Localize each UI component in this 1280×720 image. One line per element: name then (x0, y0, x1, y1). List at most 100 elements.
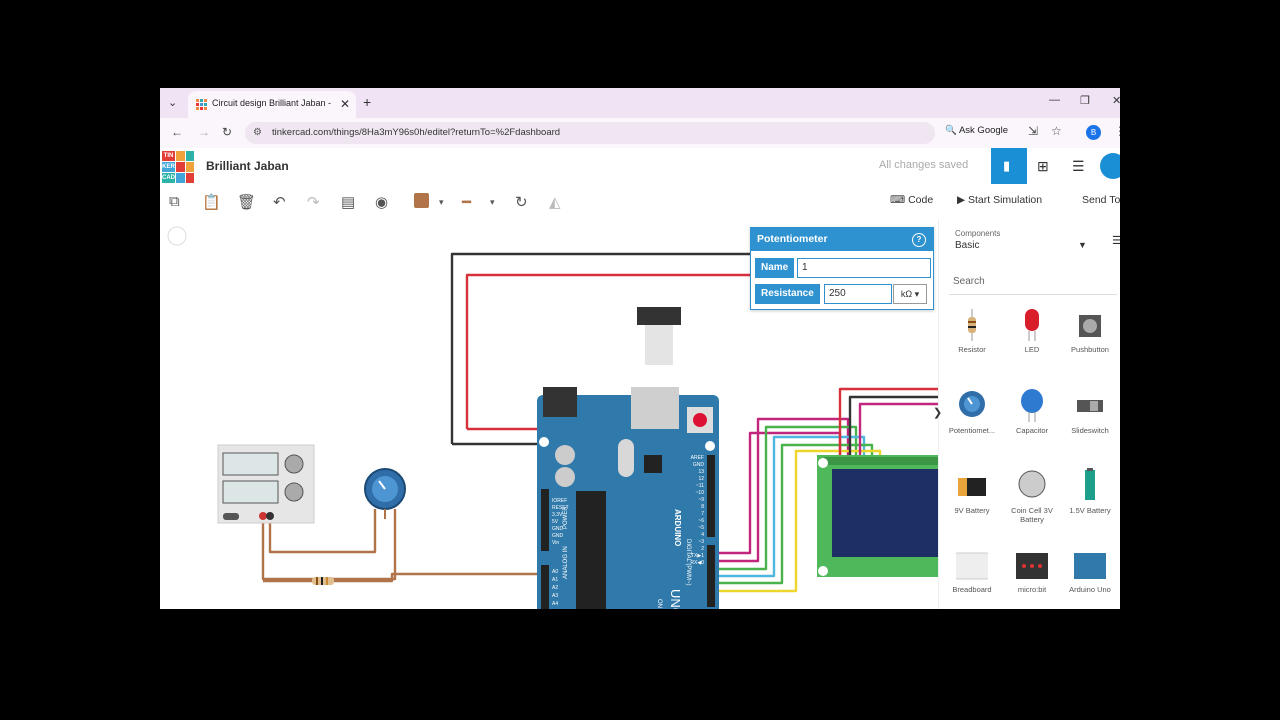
component-9v-battery[interactable]: 9V Battery (945, 460, 999, 536)
usb-cable (637, 307, 681, 365)
minimize-icon[interactable]: — (1049, 94, 1060, 106)
reload-icon[interactable]: ↻ (222, 125, 233, 139)
category-select[interactable]: Basic (955, 240, 980, 251)
list-view-icon[interactable]: ☰ (1112, 235, 1120, 247)
component-label: Coin Cell 3V Battery (1011, 506, 1053, 524)
wire-black[interactable] (450, 252, 760, 444)
schematic-view-icon[interactable]: ⊞ (1037, 158, 1049, 174)
rotate-icon[interactable]: ↻ (515, 194, 528, 211)
circuit-drawing[interactable]: UNO ARDUINO DIGITAL (PWM~) ANALOG IN POW… (160, 219, 938, 609)
wire-color-swatch[interactable] (414, 193, 429, 208)
wire-magenta[interactable] (858, 402, 938, 459)
omnibox[interactable]: ⚙ tinkercad.com/things/8Ha3mY96s0h/edite… (245, 122, 935, 144)
user-avatar[interactable] (1100, 153, 1120, 179)
profile-avatar[interactable]: B (1086, 125, 1101, 140)
power-pin-label: 3.3V (552, 512, 563, 518)
maximize-icon[interactable]: ❐ (1080, 95, 1090, 107)
chevron-down-icon[interactable]: ▼ (1078, 240, 1087, 250)
resistor[interactable] (312, 577, 334, 585)
logo-cell (185, 173, 194, 183)
lcd-display[interactable] (817, 455, 938, 577)
send-to-button[interactable]: Send To (1082, 194, 1120, 206)
component-inspector[interactable]: Potentiometer ? Name 1 Resistance 250 kΩ… (750, 227, 934, 310)
wire-magenta[interactable] (715, 417, 850, 563)
wire-yellow[interactable] (715, 449, 882, 593)
unit-select[interactable]: kΩ ▾ (893, 284, 927, 304)
start-simulation-button[interactable]: ▶ Start Simulation (957, 194, 1043, 206)
search-input[interactable]: Search (953, 276, 985, 287)
note-icon[interactable]: ▤ (341, 194, 356, 211)
wire-red[interactable] (838, 387, 938, 459)
resistance-row: Resistance 250 (755, 284, 929, 304)
power-supply[interactable] (217, 444, 315, 524)
component-coin-cell[interactable]: Coin Cell 3V Battery (1005, 460, 1059, 536)
coin-cell-icon (1018, 470, 1046, 498)
back-icon[interactable]: ← (171, 125, 183, 139)
power-pin-label: RESET (552, 505, 569, 511)
new-tab-icon[interactable]: + (363, 94, 372, 110)
component-led[interactable]: LED (1005, 299, 1059, 375)
help-icon[interactable]: ? (912, 233, 926, 247)
chevron-down-icon[interactable]: ▾ (490, 197, 495, 207)
delete-icon[interactable]: 🗑 (237, 194, 257, 211)
editor-toolbar: ⧉ 📋 🗑 ↶ ↷ ▤ ◉ ▾ ━ ▾ ↻ ◭ ⌨ Code ▶ Start S… (160, 185, 1120, 219)
potentiometer[interactable] (364, 468, 406, 519)
ask-google-button[interactable]: 🔍 Ask Google (945, 125, 1009, 136)
close-window-icon[interactable]: ✕ (1112, 95, 1120, 107)
browser-tab[interactable]: Circuit design Brilliant Jaban - Ti ✕ (188, 91, 356, 118)
component-slideswitch[interactable]: Slideswitch (1063, 380, 1117, 456)
name-input[interactable]: 1 (797, 258, 931, 278)
component-breadboard[interactable]: Breadboard (945, 539, 999, 609)
digital-pin-label: 13 (698, 469, 704, 475)
component-label: Capacitor (1015, 426, 1049, 435)
tab-search-icon[interactable]: ⌄ (168, 97, 178, 109)
paste-icon[interactable]: 📋 (202, 194, 221, 211)
site-settings-icon[interactable]: ⚙ (253, 127, 262, 138)
wire-red[interactable] (465, 273, 760, 429)
analog-pin-label: A3 (552, 593, 558, 599)
redo-icon[interactable]: ↷ (307, 194, 320, 211)
fit-view-icon[interactable] (167, 226, 187, 246)
install-app-icon[interactable]: ⇲ (1028, 124, 1039, 138)
component-resistor[interactable]: Resistor (945, 299, 999, 375)
bookmark-star-icon[interactable]: ☆ (1051, 124, 1062, 138)
flip-icon[interactable]: ◭ (549, 194, 561, 211)
url-text[interactable]: tinkercad.com/things/8Ha3mY96s0h/editel?… (272, 127, 561, 138)
wire-black[interactable] (848, 395, 938, 459)
component-pushbutton[interactable]: Pushbutton (1063, 299, 1117, 375)
wire-brown[interactable] (268, 509, 377, 554)
component-potentiometer[interactable]: Potentiomet... (945, 380, 999, 456)
wire-green[interactable] (715, 443, 874, 585)
circuit-canvas[interactable]: UNO ARDUINO DIGITAL (PWM~) ANALOG IN POW… (160, 219, 938, 609)
wire-type-icon[interactable]: ━ (462, 194, 472, 211)
component-capacitor[interactable]: Capacitor (1005, 380, 1059, 456)
close-tab-icon[interactable]: ✕ (340, 97, 351, 111)
digital-label: DIGITAL (PWM~) (685, 539, 691, 586)
menu-kebab-icon[interactable]: ⋮ (1114, 124, 1120, 138)
digital-pin-label: ~3 (698, 539, 704, 545)
digital-pin-label: ~11 (696, 483, 704, 489)
power-pin-label: IOREF (552, 498, 567, 504)
component-microbit[interactable]: micro:bit (1005, 539, 1059, 609)
copy-icon[interactable]: ⧉ (169, 193, 180, 210)
code-button[interactable]: ⌨ Code (890, 194, 934, 206)
component-list-icon[interactable]: ☰ (1072, 158, 1085, 174)
component-1-5v-battery[interactable]: 1.5V Battery (1063, 460, 1117, 536)
chevron-down-icon[interactable]: ▾ (439, 197, 444, 207)
component-label: 1.5V Battery (1069, 506, 1111, 515)
search-box[interactable]: Search (949, 272, 1117, 295)
collapse-panel-icon[interactable]: ❯ (933, 407, 943, 419)
digital-pin-label: 4 (701, 532, 704, 538)
undo-icon[interactable]: ↶ (273, 194, 286, 211)
project-name[interactable]: Brilliant Jaban (206, 159, 289, 173)
tinkercad-logo[interactable]: TIN KER CAD (162, 151, 194, 183)
forward-icon[interactable]: → (198, 125, 210, 139)
component-arduino[interactable]: Arduino Uno (1063, 539, 1117, 609)
arduino-uno[interactable]: UNO ARDUINO DIGITAL (PWM~) ANALOG IN POW… (537, 387, 719, 609)
circuit-view-button[interactable]: ▮ (991, 148, 1027, 184)
notes-visibility-icon[interactable]: ◉ (375, 194, 389, 211)
wire-brown[interactable] (263, 572, 543, 583)
resistance-input[interactable]: 250 (824, 284, 892, 304)
potentiometer-icon (959, 391, 985, 417)
